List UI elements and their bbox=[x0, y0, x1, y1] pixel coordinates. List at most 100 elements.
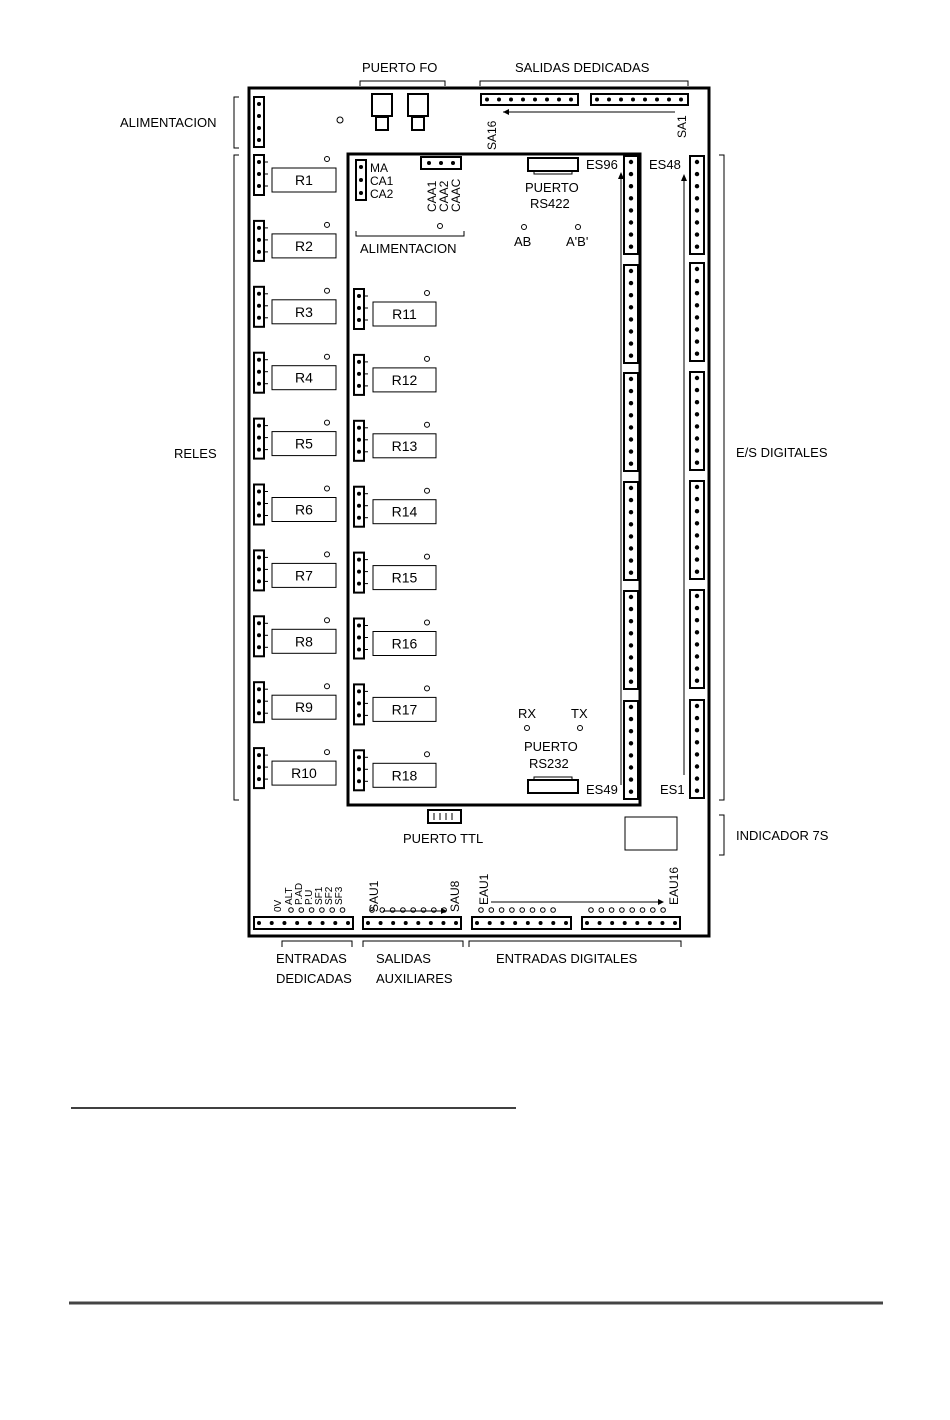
pin bbox=[509, 97, 513, 102]
pad-label: P.AD bbox=[294, 883, 305, 905]
es-connector-block bbox=[623, 590, 639, 690]
bottom-led-dots bbox=[288, 907, 666, 913]
rs422-port bbox=[527, 157, 579, 172]
relay-r2: R2 bbox=[253, 219, 337, 262]
bottom-connector-block bbox=[362, 916, 462, 930]
relay-label: R3 bbox=[295, 304, 313, 320]
caa2-label: CAA2 bbox=[437, 180, 451, 212]
es-outer-connector-column bbox=[689, 155, 705, 799]
es-connector-block bbox=[623, 372, 639, 472]
dedicated-output-connector-2 bbox=[590, 93, 689, 106]
relay-r5: R5 bbox=[253, 417, 337, 460]
caa-connector bbox=[420, 156, 462, 170]
es-connector-block bbox=[623, 155, 639, 255]
es1-label: ES1 bbox=[660, 782, 685, 797]
es-connector-block bbox=[689, 699, 705, 799]
pin bbox=[643, 97, 647, 102]
relay-label: R2 bbox=[295, 238, 313, 254]
pin bbox=[607, 97, 611, 102]
0v-label: 0V bbox=[273, 899, 284, 912]
relay-r7: R7 bbox=[253, 549, 337, 592]
fiber-optic-port-2 bbox=[407, 93, 429, 131]
relay-label: R16 bbox=[392, 636, 418, 652]
alimentacion-inner-label: ALIMENTACION bbox=[360, 241, 457, 256]
rs232-label-line1: PUERTO bbox=[524, 739, 578, 754]
pin bbox=[545, 97, 549, 102]
es-connector-block bbox=[623, 264, 639, 364]
main-board-outline bbox=[247, 86, 711, 938]
relay-r17: R17 bbox=[353, 683, 437, 726]
ma-label: MA bbox=[370, 161, 388, 175]
sf3-label: SF3 bbox=[334, 886, 345, 905]
inner-board-outline bbox=[346, 152, 642, 807]
relay-r10: R10 bbox=[253, 747, 337, 790]
ca2-label: CA2 bbox=[370, 187, 394, 201]
rs232-label-line2: RS232 bbox=[529, 756, 569, 771]
reles-label: RELES bbox=[174, 446, 217, 461]
led-dot bbox=[437, 223, 443, 229]
caac-label: CAAC bbox=[449, 178, 463, 212]
es-connector-block bbox=[689, 480, 705, 580]
pin bbox=[521, 97, 525, 102]
relay-label: R11 bbox=[392, 306, 417, 322]
relay-label: R13 bbox=[392, 438, 418, 454]
led-dot bbox=[577, 725, 583, 731]
es-connector-block bbox=[689, 155, 705, 255]
es-digitales-label: E/S DIGITALES bbox=[736, 445, 828, 460]
dedicated-output-connector-1 bbox=[480, 93, 579, 106]
relay-r11: R11 bbox=[353, 288, 437, 330]
power-connector-pins bbox=[257, 102, 261, 142]
relay-label: R5 bbox=[295, 436, 313, 452]
sa1-label: SA1 bbox=[675, 115, 689, 138]
eau16-label: EAU16 bbox=[667, 867, 681, 905]
salidas-auxiliares-line2: AUXILIARES bbox=[376, 971, 453, 986]
entradas-dedicadas-line1: ENTRADAS bbox=[276, 951, 347, 966]
relay-label: R4 bbox=[295, 370, 313, 386]
indicador-7s-label: INDICADOR 7S bbox=[736, 828, 829, 843]
pin bbox=[619, 97, 623, 102]
ma-ca-pins bbox=[359, 165, 363, 195]
sa16-label: SA16 bbox=[485, 120, 499, 150]
pin bbox=[595, 97, 599, 102]
eau-arrow-head bbox=[658, 899, 664, 905]
rx-label: RX bbox=[518, 706, 536, 721]
relay-label: R8 bbox=[295, 633, 313, 649]
fiber-optic-port-1 bbox=[371, 93, 393, 131]
led-dot bbox=[336, 116, 344, 124]
es48-label: ES48 bbox=[649, 157, 681, 172]
seven-segment-indicator bbox=[624, 816, 678, 851]
es96-label: ES96 bbox=[586, 157, 618, 172]
rs422-label-line1: PUERTO bbox=[525, 180, 579, 195]
tx-label: TX bbox=[571, 706, 588, 721]
puerto-ttl-label: PUERTO TTL bbox=[403, 831, 483, 846]
relay-label: R1 bbox=[295, 172, 313, 188]
sa-arrow-head bbox=[503, 109, 509, 115]
es-inner-arrow-head bbox=[618, 172, 624, 179]
pu-label: P.U bbox=[304, 890, 315, 905]
puerto-fo-label: PUERTO FO bbox=[362, 60, 437, 75]
ab-label: AB bbox=[514, 234, 531, 249]
relay-r6: R6 bbox=[253, 483, 337, 526]
alt-label: ALT bbox=[284, 887, 295, 905]
led-dot bbox=[575, 224, 581, 230]
relay-r12: R12 bbox=[353, 353, 437, 396]
rs422-label-line2: RS422 bbox=[530, 196, 570, 211]
relay-label: R10 bbox=[291, 765, 317, 781]
relay-r14: R14 bbox=[353, 485, 437, 528]
salidas-dedicadas-label: SALIDAS DEDICADAS bbox=[515, 60, 650, 75]
es49-label: ES49 bbox=[586, 782, 618, 797]
relay-r4: R4 bbox=[253, 351, 337, 394]
pin bbox=[569, 97, 573, 102]
ca1-label: CA1 bbox=[370, 174, 394, 188]
power-connector bbox=[253, 96, 265, 148]
sf2-label: SF2 bbox=[324, 886, 335, 905]
pin bbox=[497, 97, 501, 102]
alimentacion-label: ALIMENTACION bbox=[120, 115, 217, 130]
caa-pins bbox=[427, 161, 455, 165]
es-connector-block bbox=[689, 371, 705, 471]
entradas-digitales-label: ENTRADAS DIGITALES bbox=[496, 951, 638, 966]
entradas-dedicadas-line2: DEDICADAS bbox=[276, 971, 352, 986]
relay-r16: R16 bbox=[353, 617, 437, 660]
